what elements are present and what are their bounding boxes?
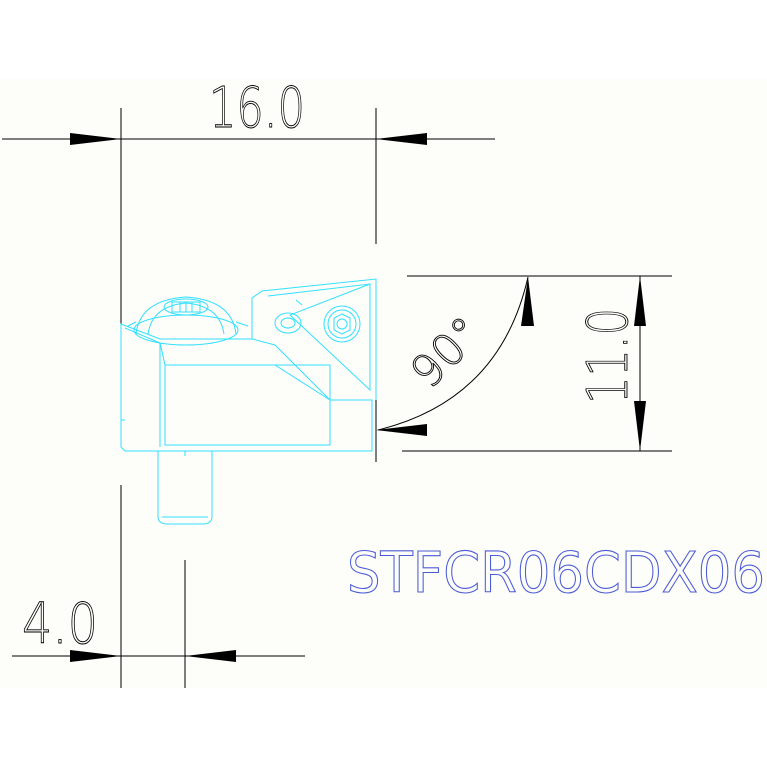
height-dimension: 11.0	[402, 275, 672, 452]
clamp-screw	[127, 296, 249, 346]
screw-washer	[133, 314, 239, 346]
pin-body	[157, 451, 213, 525]
drawing-background	[0, 79, 767, 688]
holder-corner-line	[159, 342, 166, 366]
offset-arrow-left	[70, 650, 121, 662]
width-arrow-left	[70, 133, 121, 145]
insert-pin	[274, 312, 302, 334]
angle-dimension: 90°	[375, 276, 534, 462]
offset-label: 4.0	[22, 592, 98, 657]
offset-arrow-right	[185, 650, 236, 662]
width-dimension: 16.0	[2, 76, 495, 420]
screw-socket	[163, 298, 209, 316]
width-arrow-right	[376, 133, 427, 145]
insert-triangle	[289, 283, 371, 392]
width-label: 16.0	[209, 76, 305, 141]
height-label: 11.0	[576, 308, 641, 404]
insert-screw	[323, 305, 361, 343]
holder-chamfer	[165, 364, 331, 445]
insert-seat	[251, 278, 377, 400]
shank-pin	[157, 451, 213, 525]
angle-arc	[377, 276, 529, 431]
holder-side-face	[164, 364, 331, 446]
height-arrow-top	[634, 276, 646, 326]
angle-label: 90°	[401, 307, 492, 398]
holder-body-edge	[124, 327, 161, 447]
height-arrow-bottom	[634, 401, 646, 451]
part-number-label: STFCR06CDX06	[347, 541, 765, 606]
screw-head	[135, 296, 237, 335]
cutting-insert	[251, 278, 377, 400]
angle-arrow-left	[376, 424, 427, 436]
offset-dimension: 4.0	[12, 485, 305, 688]
angle-arrow-top	[521, 277, 534, 326]
insert-screw-torx	[333, 313, 351, 335]
tool-holder-outline	[120, 278, 377, 525]
